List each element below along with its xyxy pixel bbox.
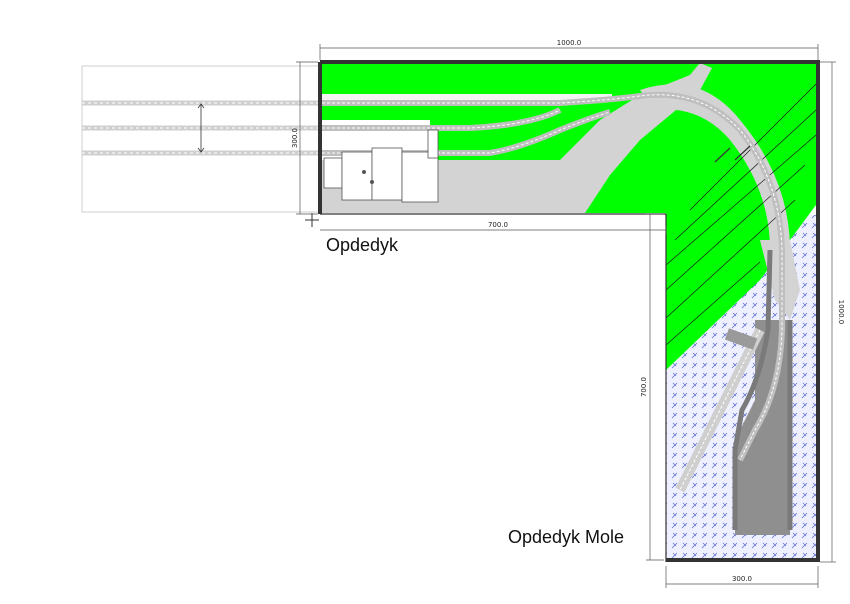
- crosshair-marker: [305, 213, 319, 227]
- baseboard-frame: [318, 60, 820, 562]
- dim-left-height: 300.0: [291, 128, 299, 148]
- dim-inner-width: 700.0: [488, 221, 508, 229]
- tracks: [322, 91, 793, 530]
- bridge-marker: [714, 145, 751, 163]
- label-opdedyk: Opdedyk: [326, 235, 399, 255]
- dim-right-height: 1000.0: [837, 300, 845, 325]
- rear-strip: [322, 94, 612, 102]
- dim-inner-height: 700.0: [640, 377, 648, 397]
- dim-bottom-width: 300.0: [732, 575, 752, 583]
- embankment-hatching: [665, 83, 817, 346]
- label-opdedyk-mole: Opdedyk Mole: [508, 527, 624, 547]
- factory-buildings: [323, 129, 439, 203]
- dim-top-width: 1000.0: [557, 39, 582, 47]
- dimensions: [296, 44, 836, 588]
- fiddle-yard-extension: [81, 65, 321, 213]
